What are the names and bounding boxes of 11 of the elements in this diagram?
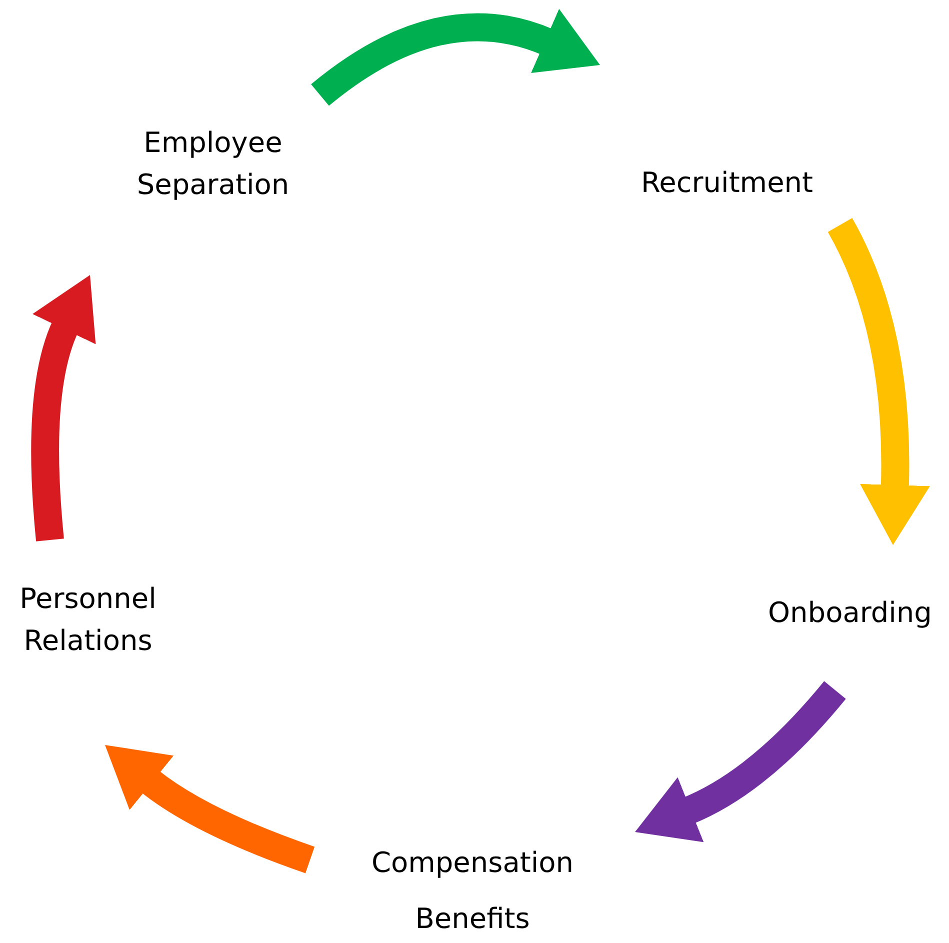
step-label: Employee Separation [136, 125, 290, 203]
step-label: Compensation [371, 845, 574, 881]
curved-arrow [311, 8, 602, 106]
curved-arrow [104, 746, 315, 874]
step-label: Onboarding [768, 595, 932, 631]
step-label: Benefits [415, 901, 530, 937]
curved-arrow [31, 274, 96, 542]
curved-arrow [636, 681, 846, 842]
step-label: Recruitment [640, 165, 814, 201]
step-label: Personnel Relations [18, 581, 158, 659]
curved-arrow [828, 218, 930, 546]
